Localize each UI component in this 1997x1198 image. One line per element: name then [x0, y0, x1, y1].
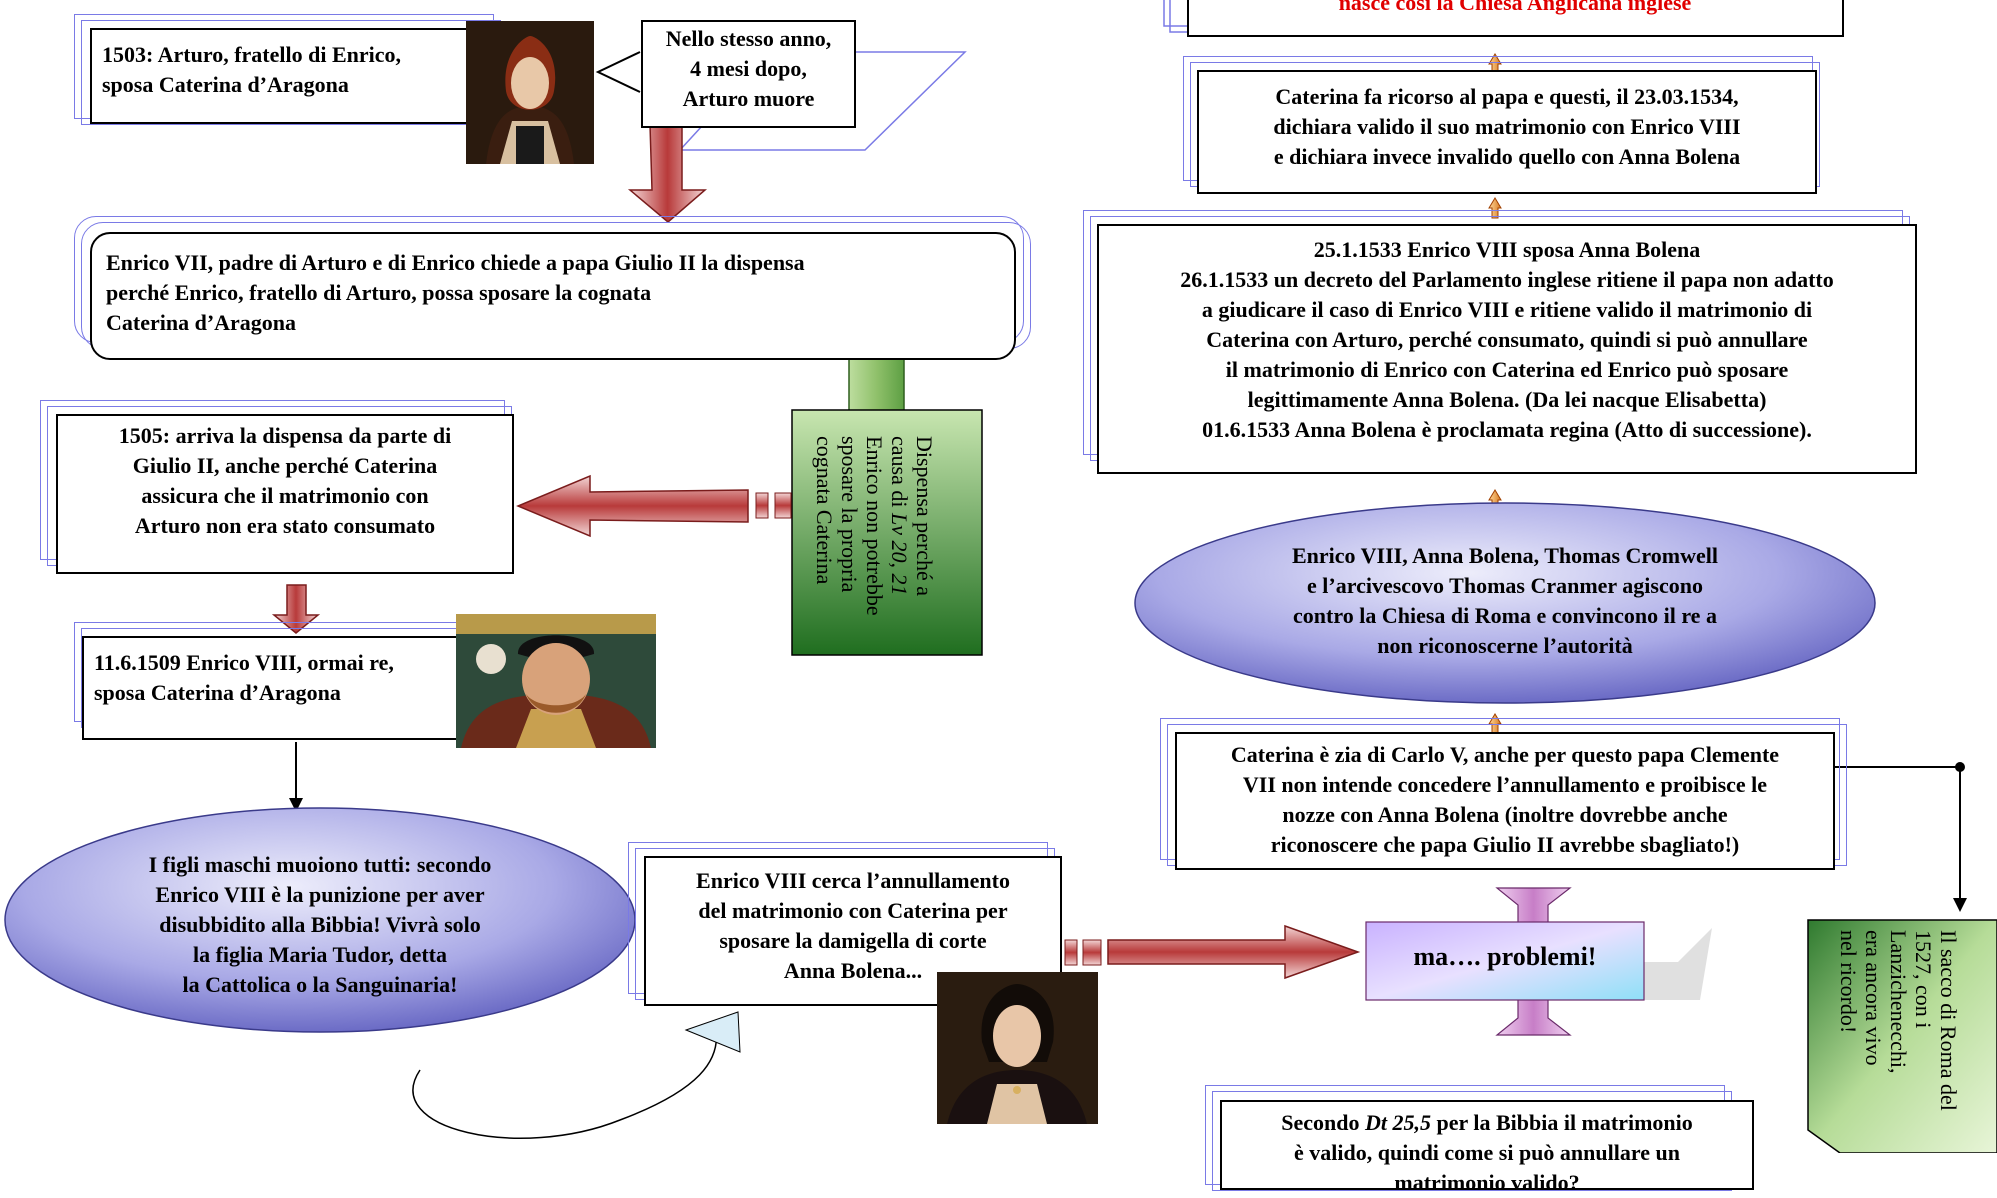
diagram-canvas — [4, 0, 1997, 1153]
arturo-line1: 1503: Arturo, fratello di Enrico, — [102, 42, 401, 67]
top-box — [1187, 0, 1844, 37]
sacco-vertical-text: Il sacco di Roma del 1527, con i Lanzich… — [1836, 930, 1961, 1150]
dt-line1: Secondo Dt 25,5 per la Bibbia il matrimo… — [1226, 1108, 1748, 1138]
enrico8-1509-box: 11.6.1509 Enrico VIII, ormai re, sposa C… — [82, 636, 502, 740]
problemi-text: ma…. problemi! — [1413, 942, 1597, 971]
bolena-line5: il matrimonio di Enrico con Caterina ed … — [1225, 357, 1789, 382]
enrico7-line3: Caterina d’Aragona — [106, 310, 297, 335]
right-arrow-problemi — [1064, 924, 1361, 980]
sacco-col4: era ancora vivo — [1861, 930, 1886, 1066]
bolena-line6: legittimamente Anna Bolena. (Da lei nacq… — [1247, 387, 1767, 412]
dispensa-1505-line3: assicura che il matrimonio con — [141, 483, 429, 508]
dt-line1b: per la Bibbia il matrimonio — [1430, 1110, 1693, 1135]
ricorso-line3: e dichiara invece invalido quello con An… — [1273, 144, 1741, 169]
cromwell-ellipse — [1134, 502, 1876, 704]
enrico7-line2: perché Enrico, fratello di Arturo, possa… — [106, 280, 652, 305]
enrico8-1509-line2: sposa Caterina d’Aragona — [94, 680, 341, 705]
sacco-col5: nel ricordo! — [1836, 930, 1861, 1034]
left-arrow-1505 — [516, 474, 792, 538]
arturo-muore-line2: 4 mesi dopo, — [690, 56, 807, 81]
dispensa-1505-line2: Giulio II, anche perché Caterina — [132, 453, 438, 478]
down-arrow-1 — [627, 119, 708, 223]
cromwell-text: Enrico VIII, Anna Bolena, Thomas Cromwel… — [1175, 541, 1835, 661]
figli-line3: disubbidito alla Bibbia! Vivrà solo — [159, 912, 481, 937]
callout-pointer — [595, 51, 641, 93]
bolena-line7: 01.6.1533 Anna Bolena è proclamata regin… — [1202, 417, 1812, 442]
cromwell-line1: Enrico VIII, Anna Bolena, Thomas Cromwel… — [1291, 543, 1718, 568]
dispensa-col5: cognata Caterina — [812, 436, 837, 585]
figli-line2: Enrico VIII è la punizione per aver — [155, 882, 485, 907]
ricorso-line2: dichiara valido il suo matrimonio con En… — [1273, 114, 1741, 139]
sacco-green-box — [1807, 919, 1997, 1153]
enrico7-box: Enrico VII, padre di Arturo e di Enrico … — [90, 232, 1016, 360]
bolena-line3: a giudicare il caso di Enrico VIII e rit… — [1201, 297, 1813, 322]
dispensa-col4: sposare la propria — [837, 436, 862, 593]
annullamento-line4: Anna Bolena... — [783, 958, 923, 983]
problemi-box — [1365, 921, 1645, 1001]
arturo-muore-line1: Nello stesso anno, — [665, 26, 832, 51]
ricorso-box: Caterina fa ricorso al papa e questi, il… — [1197, 70, 1817, 194]
carlo-line1: Caterina è zia di Carlo V, anche per que… — [1230, 742, 1780, 767]
annullamento-line2: del matrimonio con Caterina per — [698, 898, 1008, 923]
ricorso-line1: Caterina fa ricorso al papa e questi, il… — [1275, 84, 1739, 109]
bolena-line1: 25.1.1533 Enrico VIII sposa Anna Bolena — [1313, 237, 1701, 262]
cromwell-line3: contro la Chiesa di Roma e convincono il… — [1293, 603, 1717, 628]
dt-box: Secondo Dt 25,5 per la Bibbia il matrimo… — [1220, 1100, 1754, 1195]
dispensa-col1: Dispensa perché a — [912, 436, 937, 597]
dt-line3: matrimonio valido? — [1394, 1170, 1580, 1195]
bolena-line2: 26.1.1533 un decreto del Parlamento ingl… — [1180, 267, 1834, 292]
dispensa-col2a: causa di — [887, 436, 912, 513]
enrico8-1509-line1: 11.6.1509 Enrico VIII, ormai re, — [94, 650, 394, 675]
carlo-line3: nozze con Anna Bolena (inoltre dovrebbe … — [1282, 802, 1728, 827]
arturo-box: 1503: Arturo, fratello di Enrico, sposa … — [90, 28, 490, 124]
sacco-col3: Lanzichenecchi, — [1886, 930, 1911, 1074]
bolena-line4: Caterina con Arturo, perché consumato, q… — [1206, 327, 1808, 352]
bolena-1533-box: 25.1.1533 Enrico VIII sposa Anna Bolena … — [1097, 224, 1917, 474]
dispensa-vertical-text: Dispensa perché a causa di Lv 20, 21 Enr… — [812, 436, 937, 646]
figli-text: I figli maschi muoiono tutti: secondo En… — [40, 850, 600, 1000]
annullamento-line3: sposare la damigella di corte — [719, 928, 987, 953]
curved-arrow — [412, 1011, 741, 1139]
arturo-line2: sposa Caterina d’Aragona — [102, 72, 349, 97]
figli-line1: I figli maschi muoiono tutti: secondo — [148, 852, 492, 877]
carlo-line2: VII non intende concedere l’annullamento… — [1242, 772, 1768, 797]
dispensa-col2: causa di Lv 20, 21 — [887, 436, 912, 595]
dt-line2: è valido, quindi come si può annullare u… — [1294, 1140, 1680, 1165]
carlo-box: Caterina è zia di Carlo V, anche per que… — [1175, 732, 1835, 870]
enrico-viii-portrait — [456, 614, 656, 748]
dispensa-1505-line1: 1505: arriva la dispensa da parte di — [118, 423, 452, 448]
dispensa-green-box — [791, 409, 983, 656]
cromwell-line4: non riconoscerne l’autorità — [1377, 633, 1633, 658]
dispensa-1505-box: 1505: arriva la dispensa da parte di Giu… — [56, 414, 514, 574]
anna-bolena-portrait — [937, 972, 1098, 1124]
arturo-muore-box: Nello stesso anno, 4 mesi dopo, Arturo m… — [641, 20, 856, 128]
caterina-portrait — [466, 21, 594, 164]
arturo-muore-line3: Arturo muore — [682, 86, 815, 111]
dispensa-col3: Enrico non potrebbe — [862, 436, 887, 616]
enrico7-line1: Enrico VII, padre di Arturo e di Enrico … — [106, 250, 805, 275]
figli-line4: la figlia Maria Tudor, detta — [192, 942, 448, 967]
lv-ref: Lv 20, 21 — [887, 512, 912, 596]
top-red-text: nasce così la Chiesa Anglicana inglese — [1338, 0, 1692, 15]
dispensa-1505-line4: Arturo non era stato consumato — [134, 513, 436, 538]
sacco-col2: 1527, con i — [1911, 930, 1936, 1029]
cromwell-line2: e l’arcivescovo Thomas Cranmer agiscono — [1307, 573, 1703, 598]
figli-line5: la Cattolica o la Sanguinaria! — [182, 972, 458, 997]
down-arrow-1509 — [271, 584, 321, 634]
carlo-line4: riconoscere che papa Giulio II avrebbe s… — [1270, 832, 1740, 857]
dt-line1a: Secondo — [1281, 1110, 1365, 1135]
dt-ref: Dt 25,5 — [1364, 1110, 1431, 1135]
line-arrow-figli — [289, 742, 303, 812]
annullamento-line1: Enrico VIII cerca l’annullamento — [696, 868, 1010, 893]
sacco-col1: Il sacco di Roma del — [1936, 930, 1961, 1111]
